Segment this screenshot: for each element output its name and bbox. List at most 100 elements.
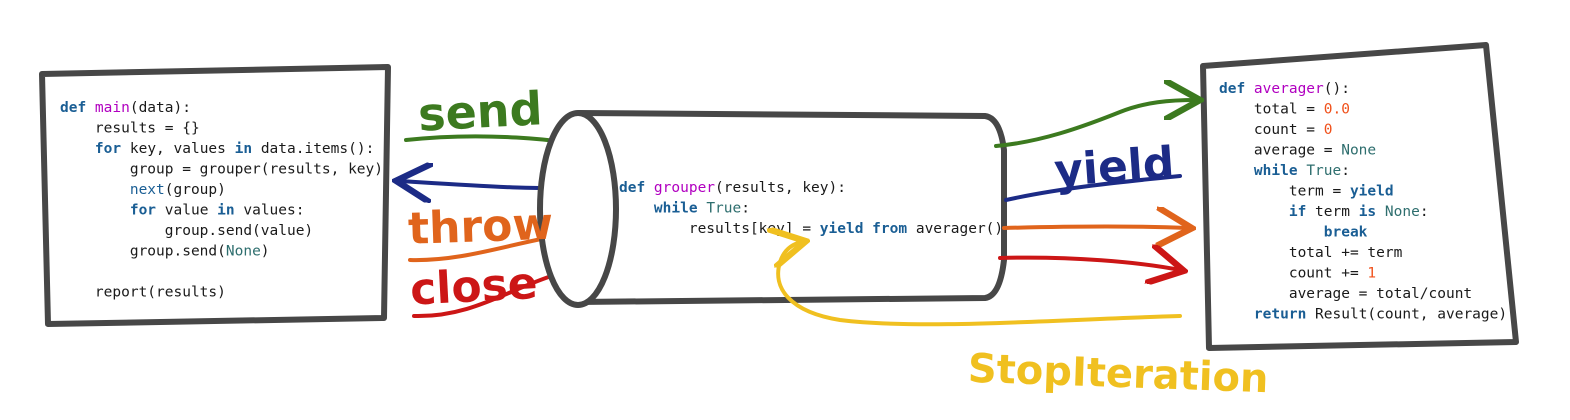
code-token: term =	[1219, 184, 1350, 200]
code-token: report(results)	[60, 285, 226, 301]
code-token	[1219, 204, 1289, 220]
averager-function-box: def averager(): total = 0.0 count = 0 av…	[1200, 42, 1519, 351]
code-token: 0	[1324, 122, 1333, 138]
stop-iteration-arrow	[778, 242, 1182, 327]
code-token: def	[619, 180, 654, 196]
grouper-function-code: def grouper(results, key): while True: r…	[619, 180, 1003, 237]
averager-code-line: average = total/count	[1219, 286, 1472, 302]
code-token: yield from	[820, 221, 908, 237]
code-token: group.send(value)	[60, 223, 313, 239]
code-token: break	[1324, 225, 1368, 241]
code-token: 1	[1367, 266, 1376, 282]
grouper-code-line: def grouper(results, key):	[619, 180, 846, 196]
code-token: True	[1306, 163, 1341, 179]
averager-code-line: total = 0.0	[1219, 102, 1350, 118]
averager-code-line: count = 0	[1219, 122, 1333, 138]
code-token: (results, key):	[715, 180, 846, 196]
code-token: for	[130, 203, 156, 219]
code-token: key, values	[121, 141, 235, 157]
code-token: :	[1341, 163, 1350, 179]
throw-label: throw	[407, 199, 554, 255]
code-token: Result(count, average)	[1306, 307, 1507, 323]
code-token	[60, 141, 95, 157]
main-code-line: for key, values in data.items():	[60, 141, 374, 157]
code-token	[60, 182, 130, 198]
code-token: count +=	[1219, 266, 1367, 282]
code-token: for	[95, 141, 121, 157]
code-token: )	[261, 244, 270, 260]
grouper-code-line: while True:	[619, 201, 750, 217]
code-token: count =	[1219, 122, 1324, 138]
code-token: 0.0	[1324, 102, 1350, 118]
code-token: ():	[1324, 81, 1350, 97]
code-token: in	[235, 141, 252, 157]
code-token: def	[60, 100, 95, 116]
main-code-line: group.send(None)	[60, 244, 270, 260]
averager-code-line: while True:	[1219, 163, 1350, 179]
code-token: total =	[1219, 102, 1324, 118]
code-token: None	[226, 244, 261, 260]
code-token: :	[1420, 204, 1429, 220]
code-token: average =	[1219, 143, 1341, 159]
main-code-line	[60, 264, 69, 280]
send-label: send	[417, 81, 544, 141]
code-token: next	[130, 182, 165, 198]
code-token	[619, 201, 654, 217]
code-token	[60, 203, 130, 219]
code-token: (group)	[165, 182, 226, 198]
code-token: in	[217, 203, 234, 219]
main-function-box: def main(data): results = {} for key, va…	[39, 64, 391, 327]
averager-code-line: total += term	[1219, 245, 1403, 261]
code-token: :	[741, 201, 750, 217]
code-token: None	[1341, 143, 1376, 159]
main-code-line: report(results)	[60, 285, 226, 301]
code-token	[1298, 163, 1307, 179]
main-function-code: def main(data): results = {} for key, va…	[60, 100, 383, 301]
code-token	[1219, 163, 1254, 179]
code-token: averager()	[907, 221, 1003, 237]
code-token: results[key] =	[619, 221, 820, 237]
code-token: if	[1289, 204, 1306, 220]
code-token	[1376, 204, 1385, 220]
code-token	[1219, 225, 1324, 241]
main-code-line: results = {}	[60, 121, 200, 137]
grouper-code-line: results[key] = yield from averager()	[619, 221, 1003, 237]
code-token: None	[1385, 204, 1420, 220]
main-code-line: def main(data):	[60, 100, 191, 116]
code-token: def	[1219, 81, 1254, 97]
yield-arrow-right	[1004, 174, 1182, 202]
code-token	[698, 201, 707, 217]
code-token: while	[1254, 163, 1298, 179]
code-token: value	[156, 203, 217, 219]
throw-arrow-right	[1002, 227, 1188, 229]
averager-function-code: def averager(): total = 0.0 count = 0 av…	[1219, 81, 1507, 323]
code-token: total += term	[1219, 245, 1403, 261]
code-token: while	[654, 201, 698, 217]
code-token: yield	[1350, 184, 1394, 200]
averager-code-line: average = None	[1219, 143, 1376, 159]
main-code-line: next(group)	[60, 182, 226, 198]
code-token: return	[1254, 307, 1306, 323]
code-token: average = total/count	[1219, 286, 1472, 302]
grouper-pipe: def grouper(results, key): while True: r…	[537, 110, 1007, 308]
code-token: True	[706, 201, 741, 217]
main-code-line: group.send(value)	[60, 223, 313, 239]
averager-code-line: count += 1	[1219, 266, 1376, 282]
main-code-line: group = grouper(results, key)	[60, 162, 383, 178]
stop-iteration-label: StopIteration	[967, 346, 1269, 402]
averager-code-line: return Result(count, average)	[1219, 307, 1507, 323]
averager-code-line: if term is None:	[1219, 204, 1429, 220]
code-token: group = grouper(results, key)	[60, 162, 383, 178]
code-token: main	[95, 100, 130, 116]
code-token: averager	[1254, 81, 1324, 97]
code-token: data.items():	[252, 141, 374, 157]
averager-code-line: def averager():	[1219, 81, 1350, 97]
code-token: grouper	[654, 180, 715, 196]
code-token: values:	[235, 203, 305, 219]
send-arrow-right	[994, 100, 1196, 148]
yield-label: yield	[1053, 138, 1176, 197]
code-token: results = {}	[60, 121, 200, 137]
close-arrow-right	[998, 258, 1180, 270]
averager-code-line: break	[1219, 225, 1368, 241]
